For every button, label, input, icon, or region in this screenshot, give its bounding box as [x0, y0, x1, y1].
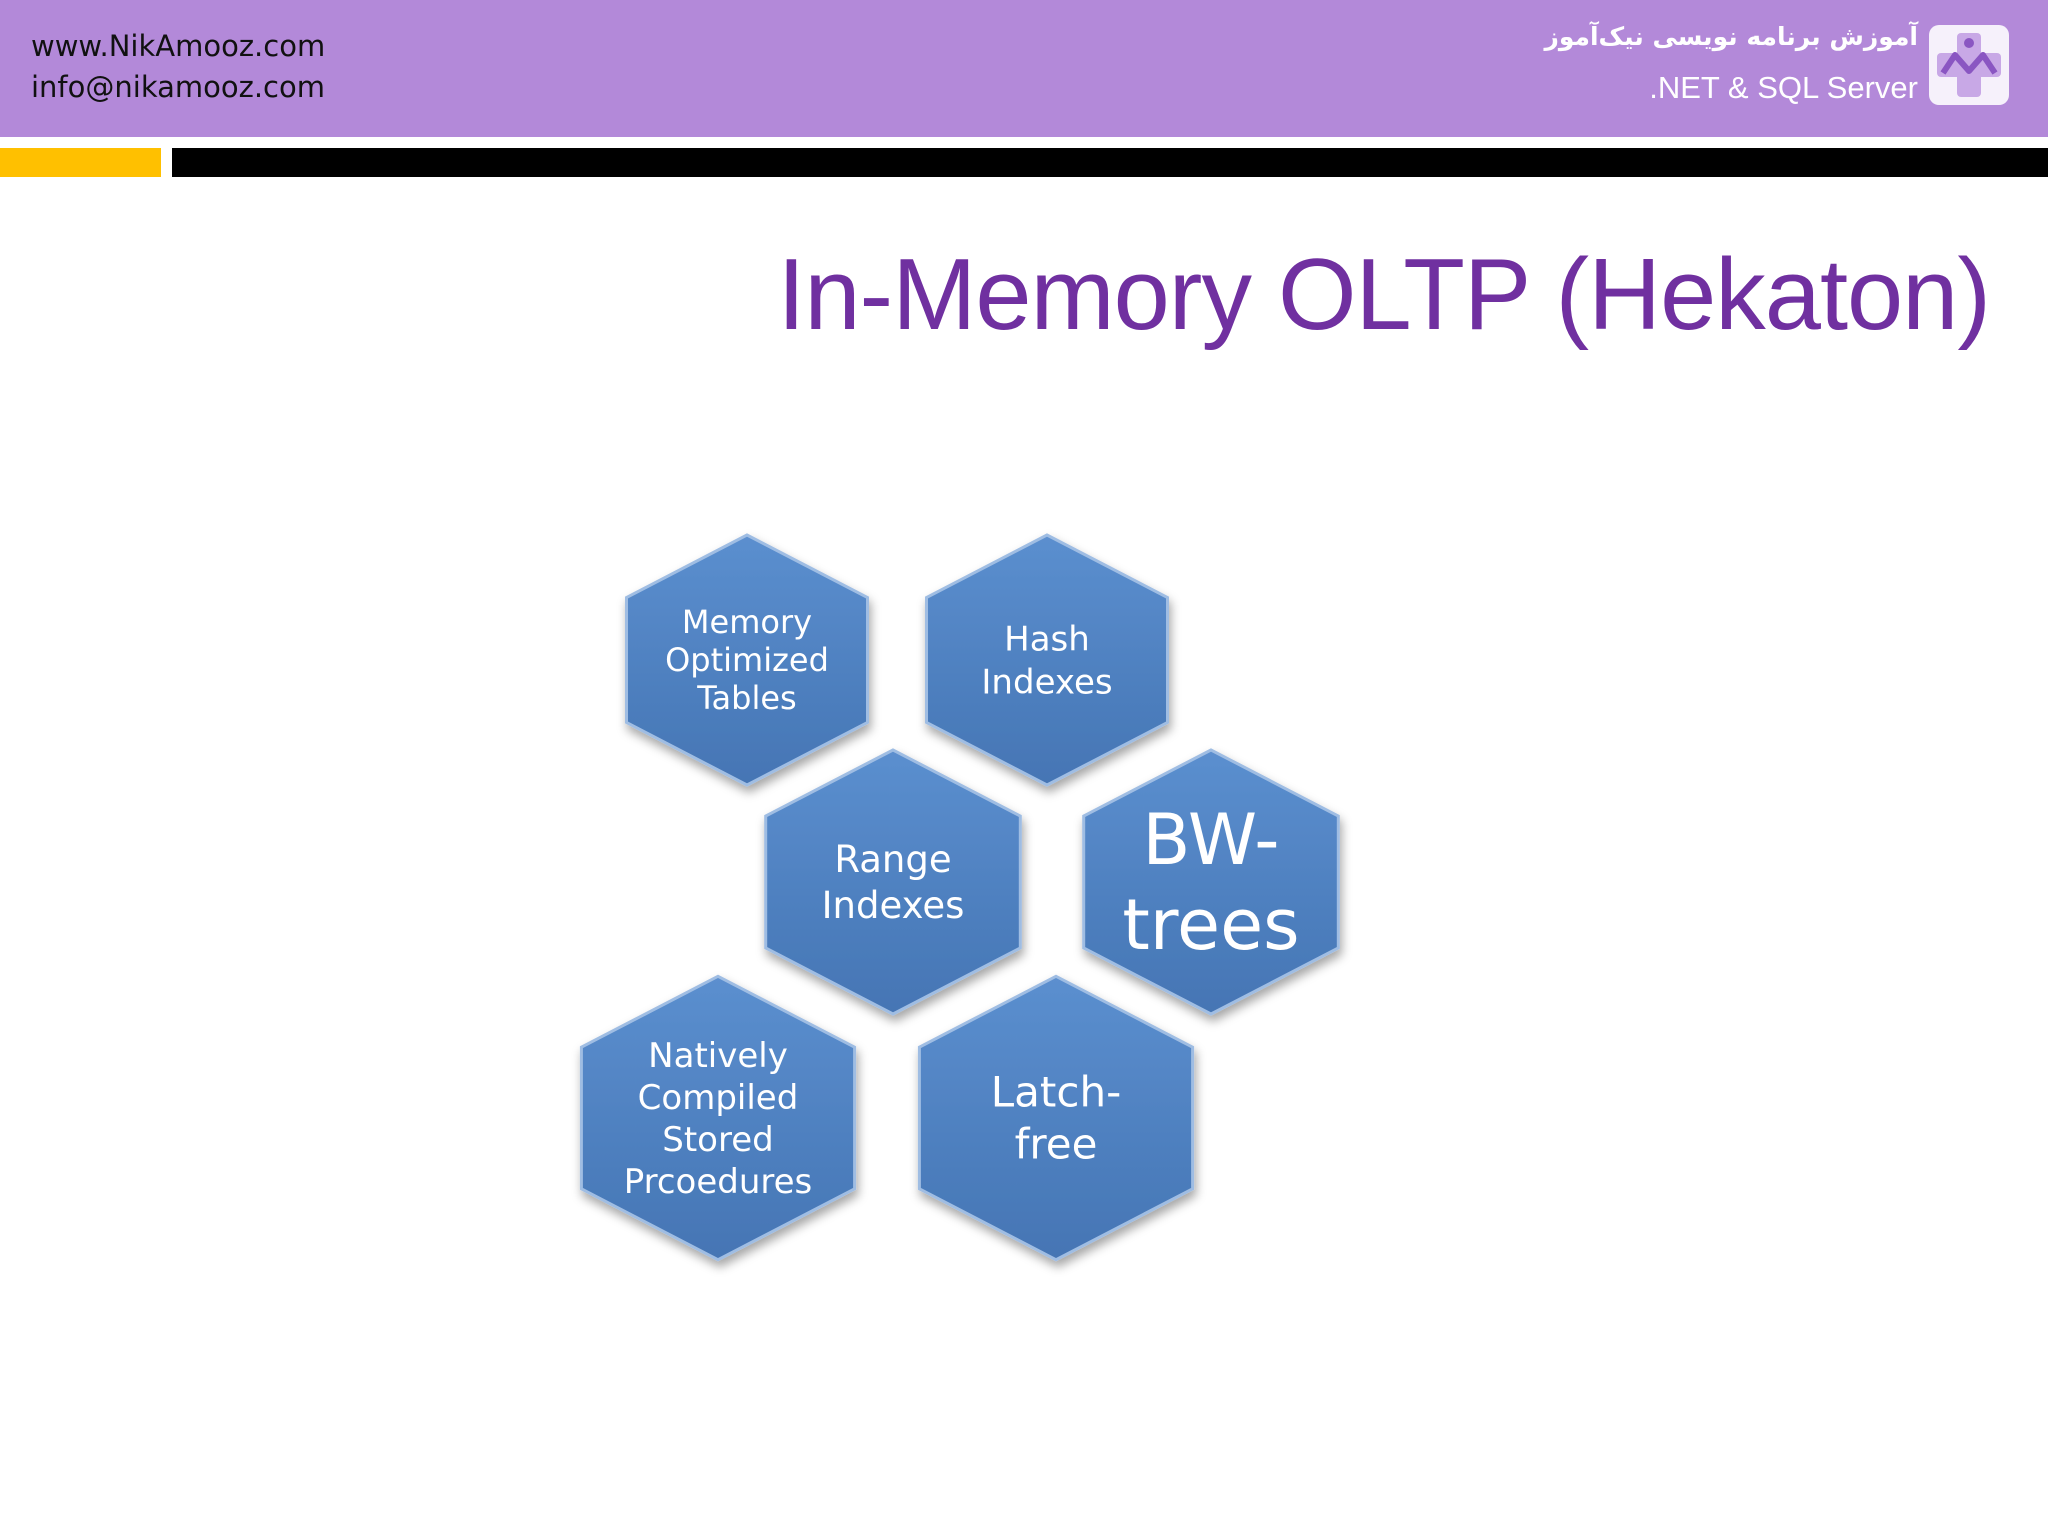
accent-bar-gold	[0, 148, 161, 177]
hexagon-label-line: trees	[1122, 884, 1299, 966]
hexagon-label-line: Indexes	[981, 662, 1112, 702]
website-link[interactable]: www.NikAmooz.com	[31, 29, 326, 63]
email-link[interactable]: info@nikamooz.com	[31, 70, 325, 104]
header-band	[0, 0, 2048, 137]
brand-persian-text: آموزش برنامه نویسی نیک‌آموز	[1544, 22, 1918, 51]
hexagon-label-line: Indexes	[822, 884, 965, 927]
hexagon-label-line: Stored	[662, 1120, 773, 1160]
hexagon-label-line: Prcoedures	[624, 1162, 813, 1202]
hexagon-label-line: Tables	[696, 679, 796, 717]
contact-info: www.NikAmooz.com info@nikamooz.com	[31, 26, 325, 108]
hexagon-label-line: Compiled	[638, 1078, 799, 1118]
hexagon-shape	[764, 748, 1022, 1016]
hex-bw-trees: BW-trees	[1082, 748, 1340, 1016]
hex-latch-free: Latch-free	[917, 974, 1195, 1262]
hexagon-shape	[925, 533, 1169, 787]
slide-title: In-Memory OLTP (Hekaton)	[777, 239, 1991, 351]
hexagon-label-line: Optimized	[665, 641, 829, 679]
nikamooz-logo-icon	[1929, 25, 2009, 105]
hexagon-label-line: Memory	[682, 603, 812, 641]
hexagon-label-line: Range	[834, 838, 951, 881]
accent-bar-black	[172, 148, 2048, 177]
brand-english-text: .NET & SQL Server	[1649, 70, 1918, 105]
hexagon-shape	[579, 974, 857, 1262]
hexagon-shape	[625, 533, 869, 787]
hexagon-label-line: BW-	[1142, 799, 1279, 881]
hexagon-shape	[917, 974, 1195, 1262]
hexagon-label-line: Natively	[648, 1036, 788, 1076]
hexagon-label-line: free	[1015, 1120, 1098, 1169]
brand-block: آموزش برنامه نویسی نیک‌آموز .NET & SQL S…	[1528, 0, 2048, 137]
hexagon-label-line: Latch-	[991, 1068, 1121, 1117]
hexagon-label-line: Hash	[1004, 619, 1090, 659]
hexagon-shape	[1082, 748, 1340, 1016]
